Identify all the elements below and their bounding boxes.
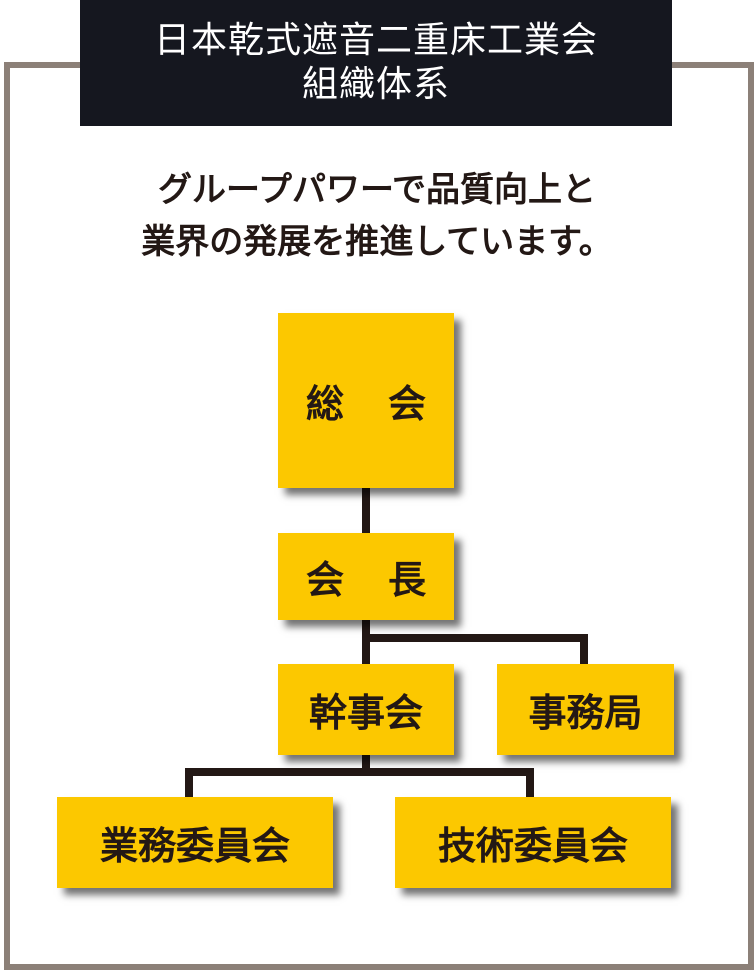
box-chairman: 会長 bbox=[278, 533, 454, 620]
label-chairman: 会長 bbox=[305, 558, 470, 602]
connector-executive-committees bbox=[185, 768, 534, 802]
label-executive-committee: 幹事会 bbox=[308, 691, 423, 735]
tagline: グループパワーで品質向上と 業界の発展を推進しています。 bbox=[0, 164, 754, 268]
label-general-assembly: 総会 bbox=[305, 382, 470, 426]
connector-chairman-secretariat bbox=[362, 634, 588, 668]
title-banner: 日本乾式遮音二重床工業会 組織体系 bbox=[80, 0, 672, 126]
label-technical-committee: 技術委員会 bbox=[437, 824, 628, 868]
box-executive-committee: 幹事会 bbox=[278, 664, 454, 755]
label-secretariat: 事務局 bbox=[528, 691, 643, 735]
tagline-line-2: 業界の発展を推進しています。 bbox=[141, 222, 613, 262]
box-general-assembly: 総会 bbox=[278, 313, 454, 488]
tagline-line-1: グループパワーで品質向上と bbox=[158, 170, 596, 210]
box-technical-committee: 技術委員会 bbox=[395, 797, 671, 888]
label-business-committee: 業務委員会 bbox=[99, 824, 290, 868]
box-business-committee: 業務委員会 bbox=[57, 797, 333, 888]
title-line-2: 組織体系 bbox=[301, 64, 450, 105]
box-secretariat: 事務局 bbox=[497, 664, 674, 755]
title-line-1: 日本乾式遮音二重床工業会 bbox=[153, 20, 598, 61]
